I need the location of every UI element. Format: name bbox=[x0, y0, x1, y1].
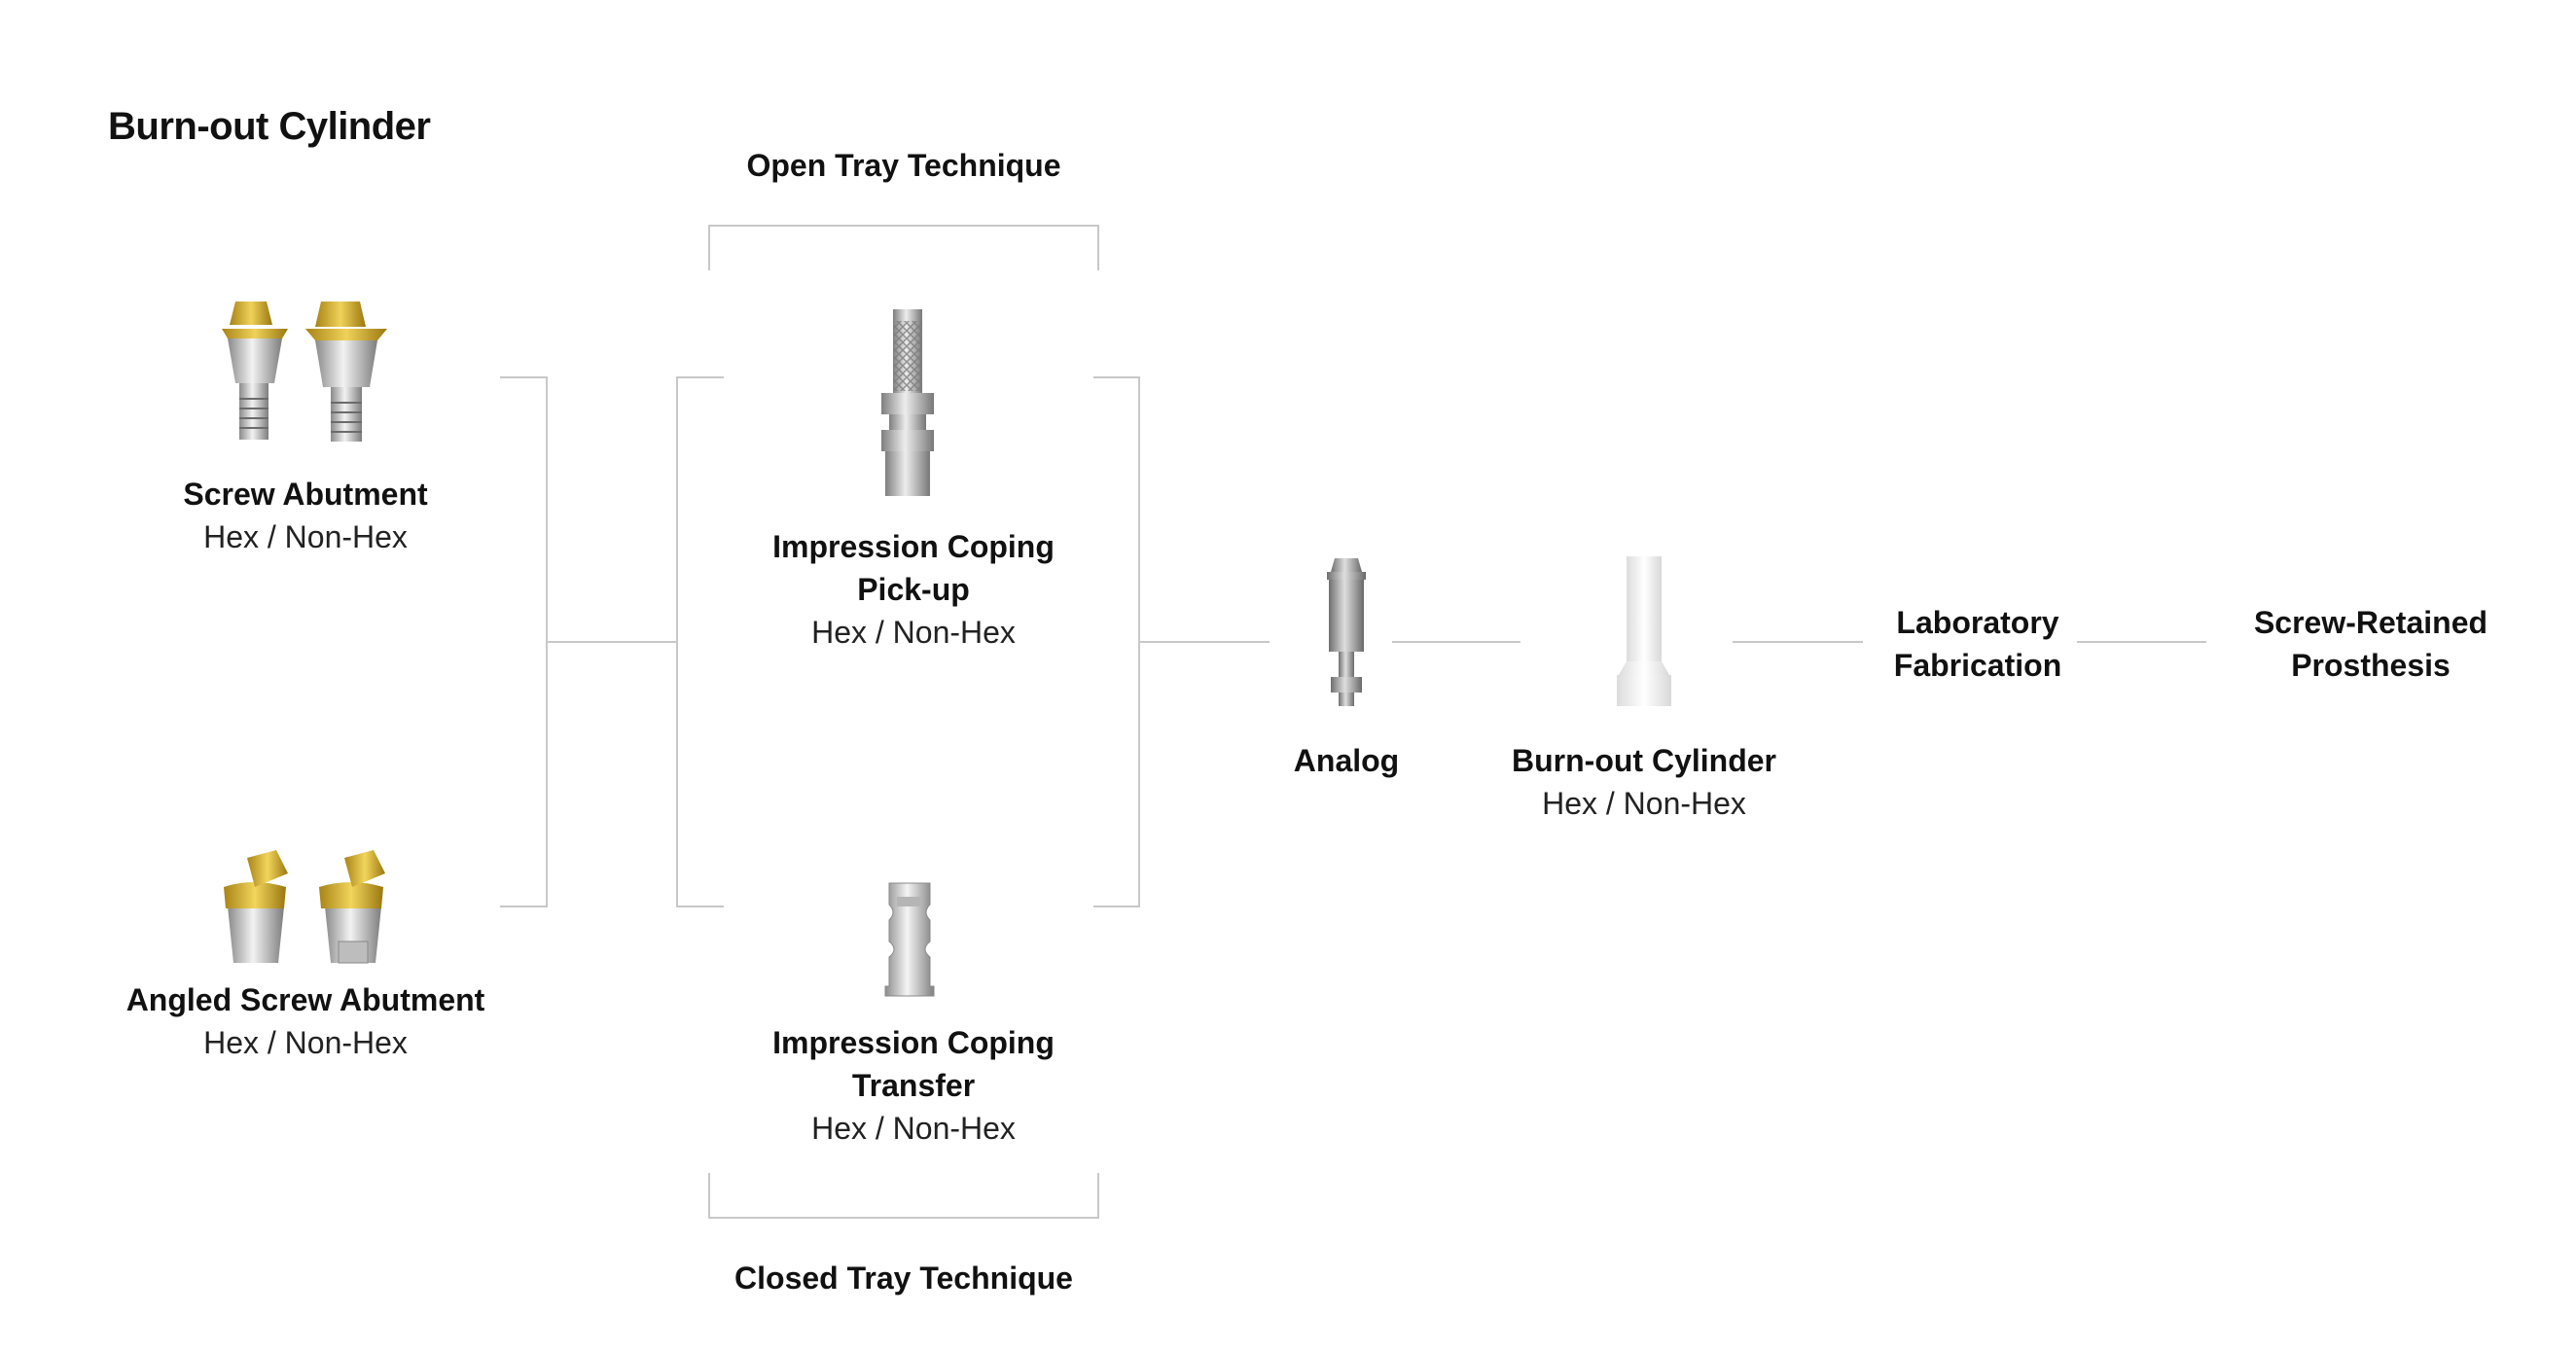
impression-coping-transfer-image bbox=[884, 882, 935, 997]
burnout-cylinder-name: Burn-out Cylinder bbox=[1512, 743, 1776, 778]
impression-transfer-caption: Impression Coping Transfer Hex / Non-Hex bbox=[661, 1021, 1166, 1150]
impression-pickup-name-line2: Pick-up bbox=[857, 572, 970, 607]
impression-pickup-caption: Impression Coping Pick-up Hex / Non-Hex bbox=[661, 525, 1166, 654]
impression-transfer-sub: Hex / Non-Hex bbox=[811, 1111, 1016, 1146]
impression-coping-pickup-image bbox=[881, 309, 934, 496]
prosthesis-line2: Prosthesis bbox=[2291, 648, 2451, 683]
screw-abutment-name: Screw Abutment bbox=[183, 477, 428, 512]
abutment-bracket bbox=[500, 376, 548, 907]
burnout-cylinder-image bbox=[1617, 556, 1671, 706]
page-title: Burn-out Cylinder bbox=[108, 105, 431, 148]
burnout-cylinder-sub: Hex / Non-Hex bbox=[1542, 786, 1746, 821]
impression-left-bracket bbox=[676, 376, 724, 907]
impression-pickup-sub: Hex / Non-Hex bbox=[811, 615, 1016, 650]
burnout-cylinder-caption: Burn-out Cylinder Hex / Non-Hex bbox=[1391, 739, 1897, 825]
closed-tray-bracket bbox=[708, 1173, 1099, 1219]
lab-fabrication-line1: Laboratory bbox=[1896, 605, 2059, 640]
analog-name: Analog bbox=[1293, 743, 1400, 778]
prosthesis-line1: Screw-Retained bbox=[2253, 605, 2488, 640]
open-tray-bracket bbox=[708, 225, 1099, 270]
impression-transfer-name-line2: Transfer bbox=[851, 1068, 976, 1103]
impression-pickup-name-line1: Impression Coping bbox=[772, 529, 1055, 564]
lab-fabrication-caption: Laboratory Fabrication bbox=[1725, 601, 2231, 687]
prosthesis-caption: Screw-Retained Prosthesis bbox=[2118, 601, 2576, 687]
open-tray-technique-label: Open Tray Technique bbox=[746, 148, 1061, 183]
lab-fabrication-line2: Fabrication bbox=[1893, 648, 2062, 683]
angled-screw-abutment-caption: Angled Screw Abutment Hex / Non-Hex bbox=[53, 978, 558, 1064]
angled-screw-abutment-sub: Hex / Non-Hex bbox=[203, 1025, 408, 1060]
screw-abutment-caption: Screw Abutment Hex / Non-Hex bbox=[53, 473, 558, 558]
angled-screw-abutment-name: Angled Screw Abutment bbox=[125, 982, 485, 1017]
analog-caption: Analog bbox=[1093, 739, 1599, 782]
screw-abutment-image bbox=[222, 302, 387, 442]
impression-transfer-name-line1: Impression Coping bbox=[772, 1025, 1055, 1060]
angled-screw-abutment-image bbox=[224, 850, 385, 964]
closed-tray-technique-label: Closed Tray Technique bbox=[734, 1261, 1073, 1296]
analog-image bbox=[1327, 558, 1366, 706]
screw-abutment-sub: Hex / Non-Hex bbox=[203, 519, 408, 554]
